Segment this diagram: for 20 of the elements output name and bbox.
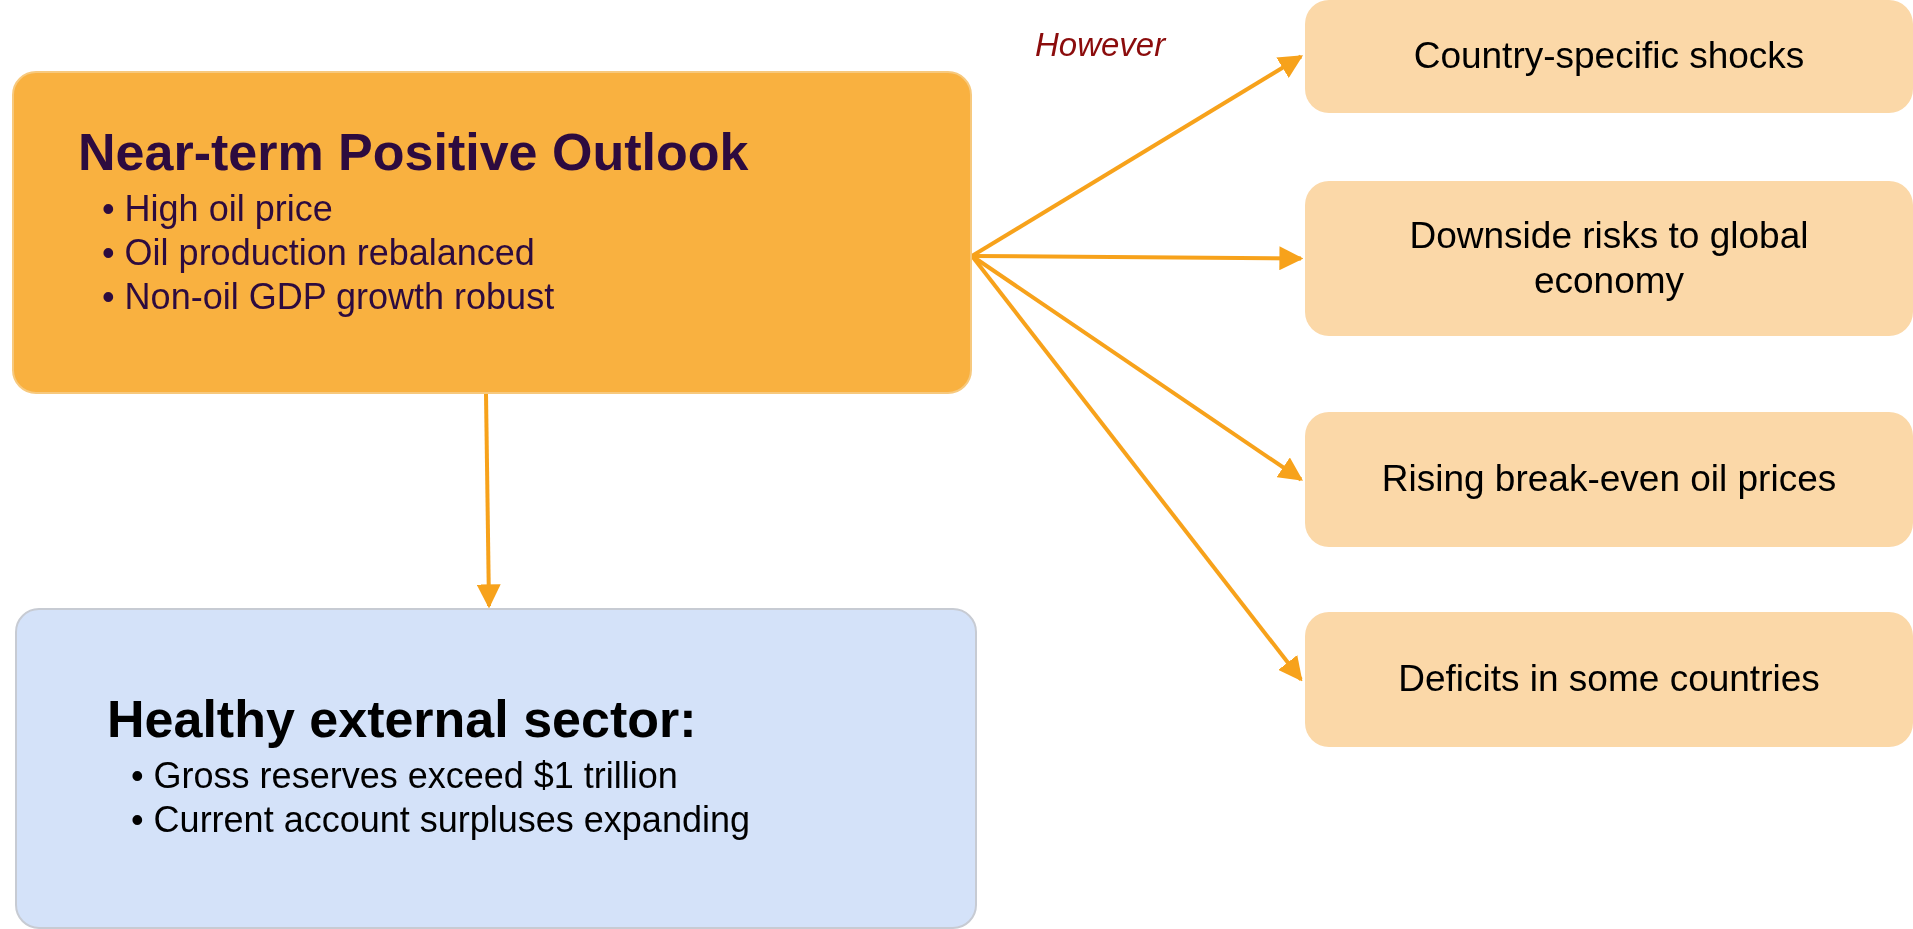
risk-box [1305, 412, 1913, 547]
arrow [972, 246, 1304, 271]
box-heading: Near-term Positive Outlook [78, 122, 750, 183]
bullet-item: • Gross reserves exceed $1 trillion [131, 754, 679, 799]
risk-text: Deficits in some countries [1398, 657, 1820, 702]
outlook-box [12, 71, 972, 394]
box-heading: Healthy external sector: [107, 689, 698, 750]
bullet-item: • Oil production rebalanced [102, 231, 536, 276]
risk-box [1305, 612, 1913, 747]
bullet-item: • High oil price [102, 187, 334, 232]
risk-box [1305, 0, 1913, 113]
bullet-item: • Current account surpluses expanding [131, 798, 751, 843]
result-box [15, 608, 977, 929]
risk-text: Downside risks to global economy [1408, 214, 1810, 303]
bullet-item: • Non-oil GDP growth robust [102, 275, 556, 320]
risk-box [1305, 181, 1913, 336]
note-label: However [1035, 26, 1166, 64]
risk-text: Country-specific shocks [1413, 34, 1805, 79]
risk-text: Rising break-even oil prices [1381, 457, 1837, 502]
arrow [476, 393, 501, 609]
